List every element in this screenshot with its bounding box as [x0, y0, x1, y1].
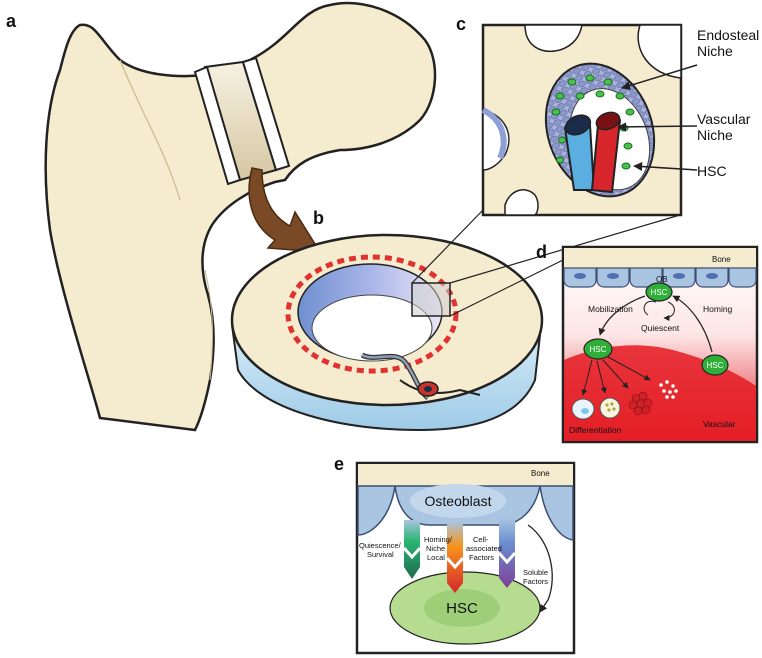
label-quiescence-1: Quiescence/	[359, 541, 402, 550]
panel-e	[355, 461, 576, 655]
panel-label-a: a	[6, 11, 17, 31]
label-osteoblast: Osteoblast	[425, 493, 492, 509]
label-hsc-e: HSC	[446, 600, 478, 617]
endosteal-dots	[285, 254, 459, 374]
label-hsc-left: HSC	[590, 345, 607, 354]
label-cell-3: Factors	[469, 553, 494, 562]
panel-label-d: d	[536, 242, 547, 262]
label-cell-1: Cell-	[473, 535, 489, 544]
label-ob: OB	[656, 275, 668, 284]
bone-ring	[230, 233, 544, 432]
label-endosteal-2: Niche	[697, 43, 733, 59]
label-homing-3: Local	[427, 553, 445, 562]
panel-c	[481, 23, 698, 217]
cell-associated-signal	[499, 518, 515, 588]
label-soluble-1: Soluble	[523, 568, 548, 577]
label-endosteal-1: Endosteal	[697, 27, 759, 43]
label-mobilization: Mobilization	[588, 304, 633, 314]
label-homing-2: Niche	[426, 544, 445, 553]
panel-label-c: c	[456, 14, 466, 34]
femur-drawing	[44, 1, 437, 432]
homing-signal	[447, 521, 463, 593]
quiescence-signal	[404, 520, 420, 579]
hsc-mobilized	[583, 338, 613, 360]
label-hsc-right: HSC	[707, 361, 724, 370]
label-bone-e: Bone	[531, 469, 550, 478]
femur-bone	[44, 1, 437, 432]
hsc-quiescent	[645, 282, 673, 302]
panel-label-b: b	[313, 208, 324, 228]
label-quiescent: Quiescent	[641, 323, 680, 333]
label-vascular-2: Niche	[697, 127, 733, 143]
zoom-box	[411, 282, 451, 317]
panel-label-e: e	[334, 454, 344, 474]
label-homing: Homing	[703, 304, 733, 314]
panel-d	[561, 245, 759, 444]
label-homing-1: Homing/	[424, 535, 453, 544]
hsc-homing	[701, 354, 729, 376]
label-bone-d: Bone	[712, 255, 731, 264]
label-quiescence-2: Survival	[367, 550, 394, 559]
label-vascular-1: Vascular	[697, 111, 751, 127]
label-differentiation: Differentiation	[569, 425, 622, 435]
label-vascular-d: Vascular	[703, 419, 736, 429]
label-hsc-c: HSC	[697, 163, 727, 179]
soluble-arrow	[527, 524, 553, 613]
label-soluble-2: Factors	[523, 577, 548, 586]
label-hsc-top: HSC	[651, 288, 668, 297]
label-cell-2: associated	[466, 544, 502, 553]
